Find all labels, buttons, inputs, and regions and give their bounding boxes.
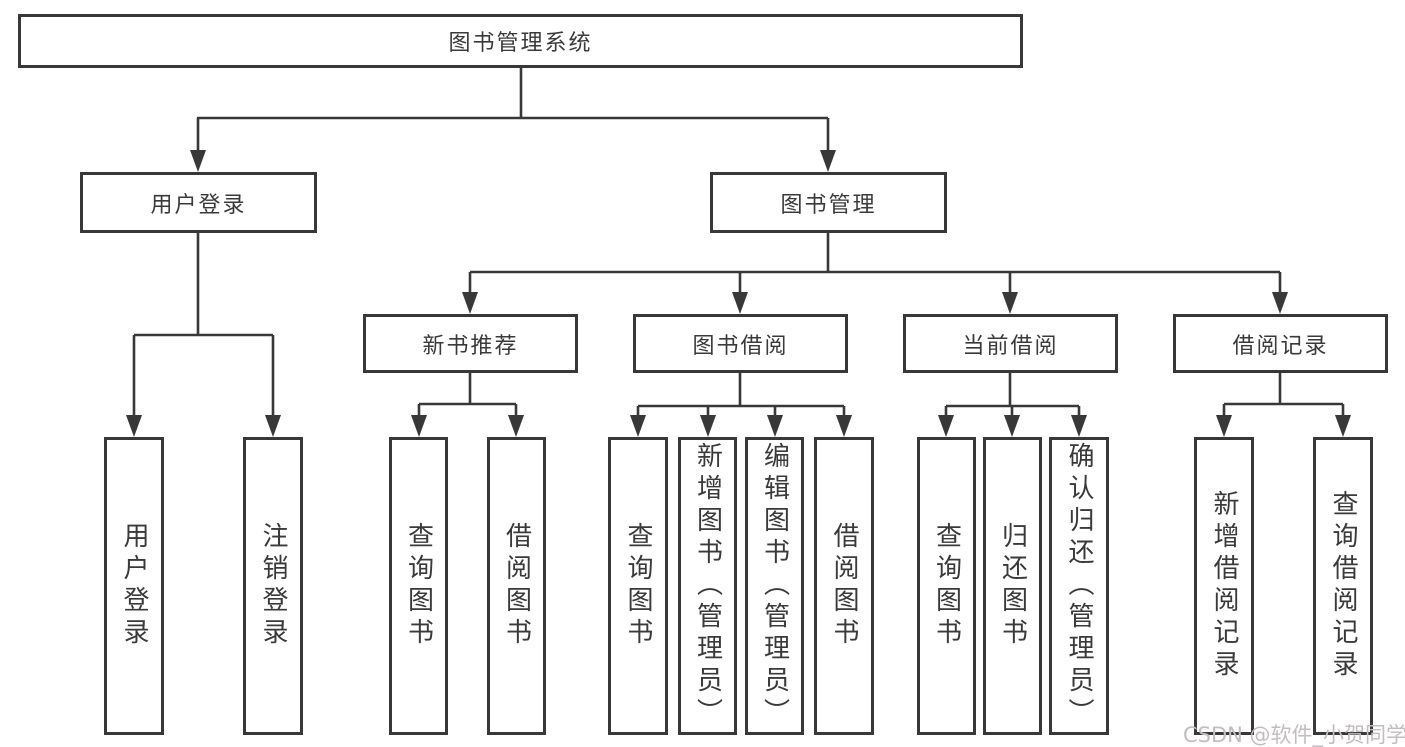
arrowhead [630, 415, 646, 437]
arrowhead [126, 415, 142, 437]
connector-user-login-to-leaves [126, 232, 281, 437]
arrowhead [1335, 415, 1351, 437]
leaf-cb-query-books: 查询图书 [917, 437, 976, 735]
leaf-bb-query-books: 查询图书 [608, 437, 668, 735]
node-user-login: 用户登录 [80, 172, 317, 233]
arrowhead [1216, 415, 1232, 437]
arrowhead [1004, 415, 1020, 437]
arrowhead [462, 292, 478, 314]
leaf-user-login: 用户登录 [104, 437, 164, 735]
leaf-bb-edit-books-admin: 编辑图书（管理员） [745, 437, 804, 735]
node-current-borrow: 当前借阅 [903, 314, 1118, 373]
leaf-label: 查询图书 [931, 522, 962, 650]
leaf-label: 借阅图书 [501, 522, 532, 650]
connector-book-borrow-to-leaves [630, 373, 852, 437]
leaf-label: 查询借阅记录 [1328, 490, 1358, 682]
connector-current-borrow-to-leaves [938, 373, 1087, 437]
connector-new-book-rec-to-leaves [411, 373, 524, 437]
leaf-br-query-record: 查询借阅记录 [1313, 437, 1373, 735]
csdn-watermark: CSDN @软件_小贺同学 [1183, 723, 1405, 747]
leaf-rec-query-books: 查询图书 [389, 437, 448, 735]
connector-borrow-records-to-leaves [1216, 373, 1351, 437]
leaf-label: 借阅图书 [829, 522, 859, 650]
leaf-bb-add-books-admin: 新增图书（管理员） [678, 437, 737, 735]
leaf-label: 新增图书（管理员） [692, 442, 723, 730]
leaf-logout: 注销登录 [243, 437, 303, 735]
leaf-br-add-record: 新增借阅记录 [1194, 437, 1254, 735]
arrowhead [1002, 292, 1018, 314]
leaf-label: 新增借阅记录 [1209, 490, 1239, 682]
leaf-label: 查询图书 [403, 522, 434, 650]
arrowhead [767, 415, 783, 437]
leaf-cb-confirm-return-admin: 确认归还（管理员） [1049, 437, 1109, 735]
arrowhead [265, 415, 281, 437]
leaf-rec-borrow-books: 借阅图书 [487, 437, 546, 735]
arrowhead [411, 415, 427, 437]
leaf-bb-borrow-books: 借阅图书 [814, 437, 874, 735]
arrowhead [836, 415, 852, 437]
leaf-label: 编辑图书（管理员） [759, 442, 790, 730]
node-root-system: 图书管理系统 [18, 14, 1023, 68]
leaf-label: 确认归还（管理员） [1064, 442, 1094, 730]
arrowhead [508, 415, 524, 437]
node-book-borrow: 图书借阅 [633, 314, 848, 373]
node-borrow-records: 借阅记录 [1173, 314, 1388, 373]
node-new-book-rec: 新书推荐 [363, 314, 578, 373]
arrowhead [700, 415, 716, 437]
connector-book-mgmt-to-level3 [462, 232, 1288, 314]
connector-root-to-branches [190, 68, 836, 172]
leaf-label: 注销登录 [258, 522, 288, 650]
arrowhead [190, 150, 206, 172]
arrowhead [732, 292, 748, 314]
node-book-mgmt: 图书管理 [710, 172, 947, 233]
leaf-cb-return-books: 归还图书 [983, 437, 1042, 735]
arrowhead [1071, 415, 1087, 437]
arrowhead [820, 150, 836, 172]
arrowhead [938, 415, 954, 437]
leaf-label: 归还图书 [997, 522, 1028, 650]
leaf-label: 用户登录 [119, 522, 149, 650]
arrowhead [1272, 292, 1288, 314]
leaf-label: 查询图书 [623, 522, 653, 650]
